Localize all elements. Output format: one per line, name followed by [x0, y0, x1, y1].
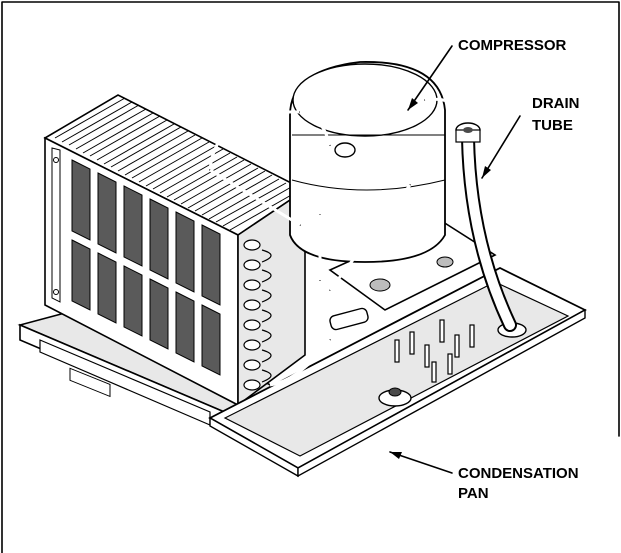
- condensation-pan-drawing: [208, 266, 587, 478]
- drain-tube-label-line2: TUBE: [532, 117, 573, 134]
- drain-tube-arrowhead: [482, 166, 491, 178]
- compressor-leader: [407, 45, 453, 111]
- compressor-arrowhead: [408, 98, 418, 110]
- compressor-drawing: [208, 61, 497, 387]
- drain-tube-drawing: [455, 122, 517, 332]
- condensation-pan-arrowhead: [390, 452, 402, 459]
- drain-tube-label-line1: DRAIN: [532, 95, 580, 112]
- drain-tube-leader: [481, 115, 521, 179]
- condensation-pan-label-line2: PAN: [458, 485, 489, 502]
- condensation-pan-label-line1: CONDENSATION: [458, 465, 579, 482]
- compressor-label: COMPRESSOR: [458, 37, 567, 54]
